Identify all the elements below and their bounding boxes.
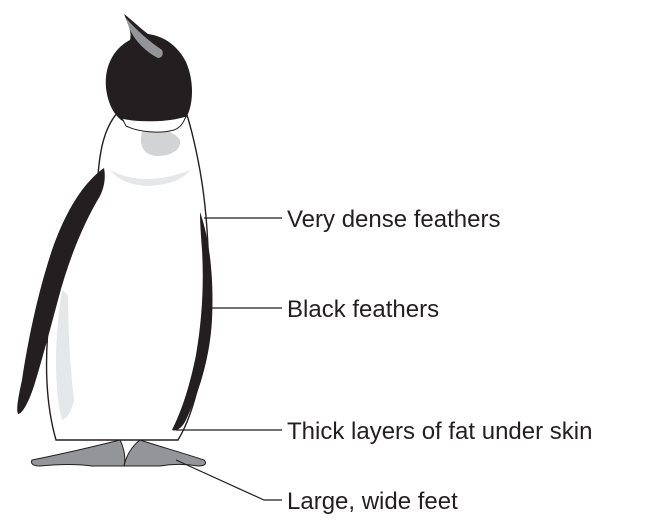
label-black-feathers: Black feathers [287,296,439,323]
label-thick-fat-layers: Thick layers of fat under skin [287,418,592,445]
label-very-dense-feathers: Very dense feathers [287,206,500,233]
penguin-head [106,14,192,123]
penguin-illustration [17,14,212,466]
left-foot [31,440,124,466]
right-foot [124,440,206,466]
leader-line-feet [176,460,282,500]
label-large-wide-feet: Large, wide feet [287,488,458,515]
